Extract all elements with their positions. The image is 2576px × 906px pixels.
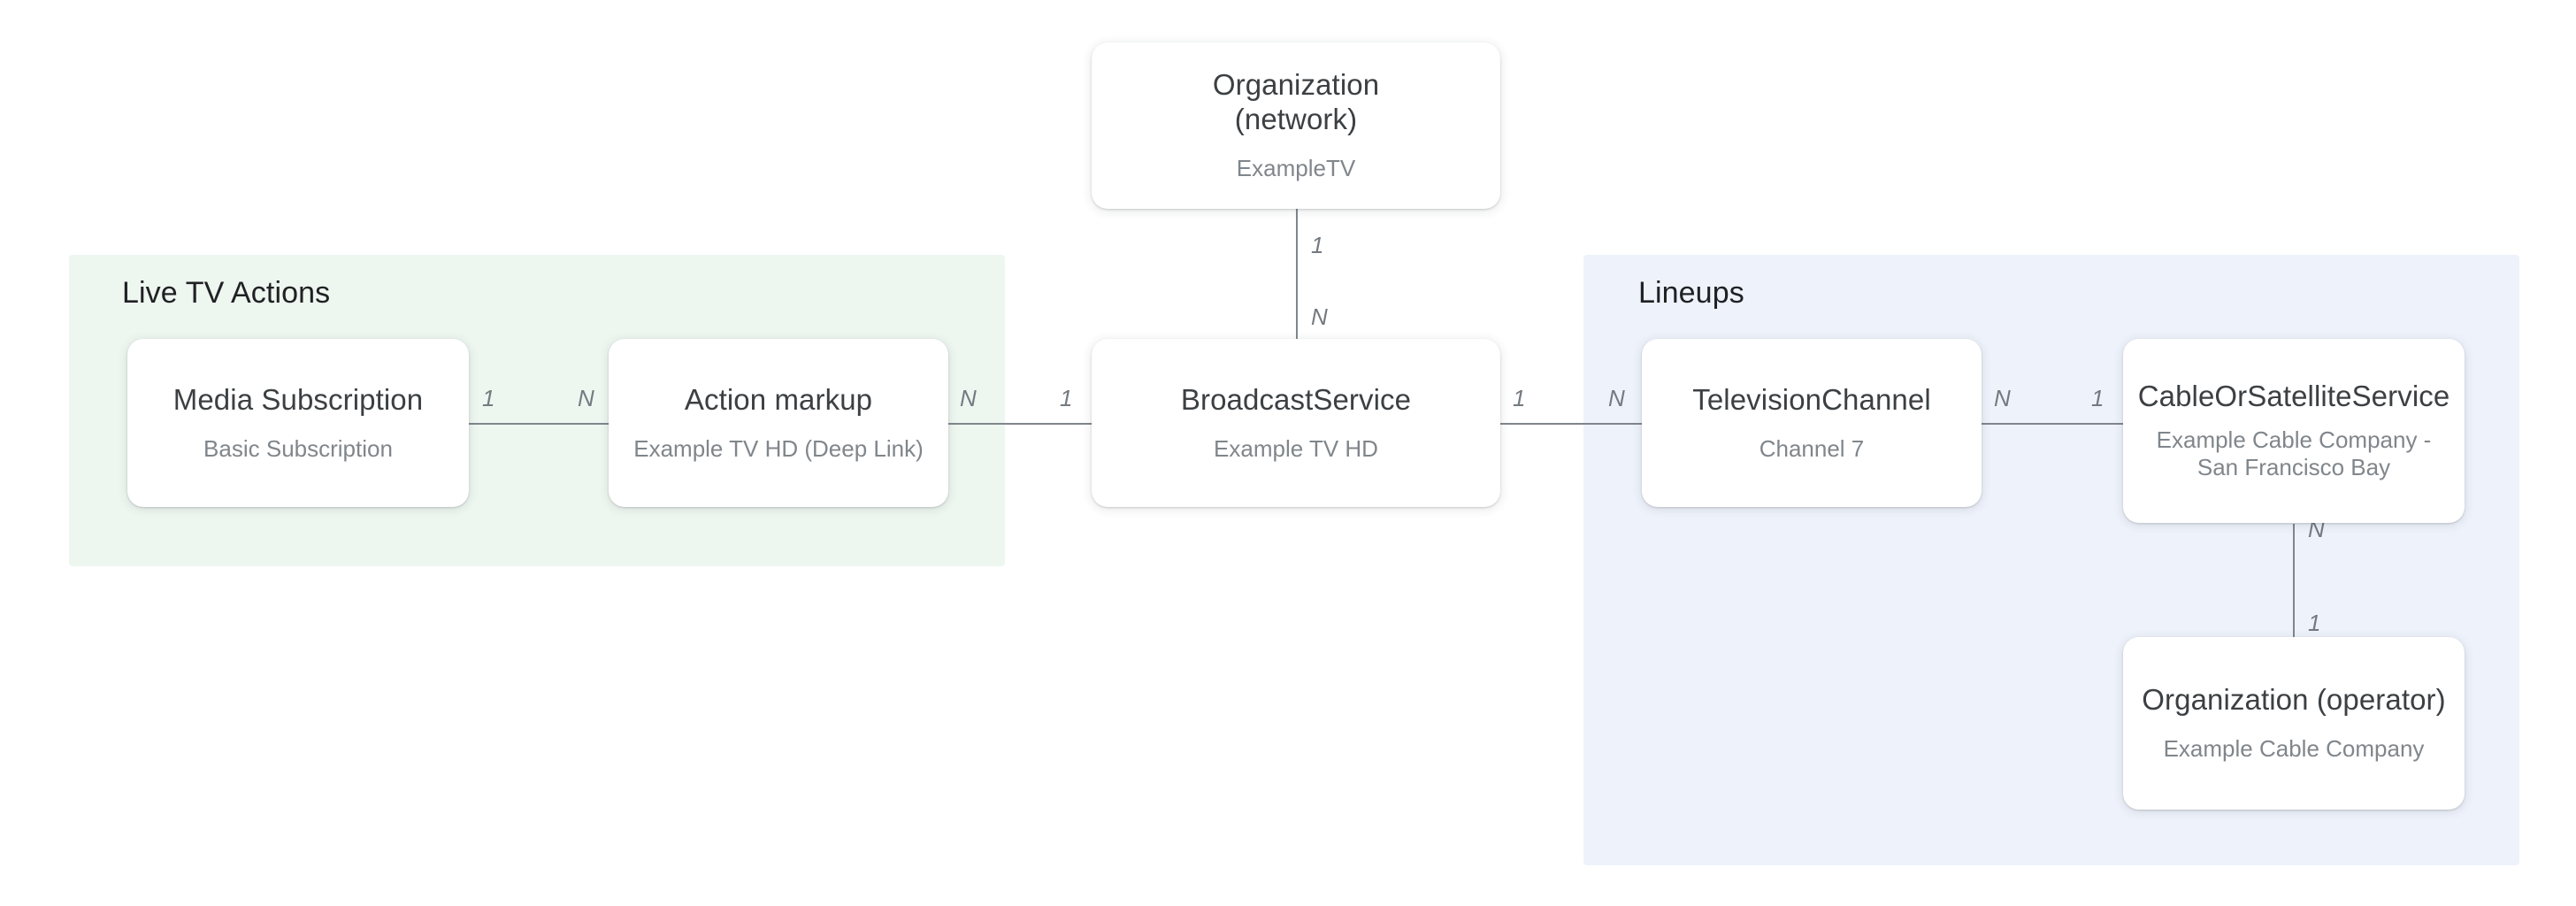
- edge-line-organization-network-to-broadcast-service: [1296, 209, 1298, 340]
- node-subtitle-cable-or-satellite-service: Example Cable Company - San Francisco Ba…: [2156, 426, 2432, 481]
- node-subtitle-organization-operator: Example Cable Company: [2163, 735, 2425, 763]
- node-action-markup[interactable]: Action markup Example TV HD (Deep Link): [609, 339, 948, 507]
- edge-label-organization-network-target: N: [1311, 303, 1328, 330]
- edge-label-media-subscription-source: 1: [482, 385, 495, 411]
- node-media-subscription[interactable]: Media Subscription Basic Subscription: [127, 339, 469, 507]
- node-subtitle-media-subscription: Basic Subscription: [203, 434, 393, 462]
- node-subtitle-broadcast-service: Example TV HD: [1214, 434, 1378, 462]
- node-title-media-subscription: Media Subscription: [172, 382, 424, 416]
- node-broadcast-service[interactable]: BroadcastService Example TV HD: [1092, 339, 1500, 507]
- node-title-organization-operator: Organization (operator): [2142, 683, 2446, 717]
- edge-line-cable-or-satellite-service-to-organization-operator: [2293, 524, 2295, 637]
- edge-label-television-channel-left-target: N: [1608, 385, 1625, 411]
- node-title-television-channel: TelevisionChannel: [1692, 382, 1931, 416]
- edge-label-television-channel-right-source: N: [1994, 385, 2011, 411]
- group-title-live-tv-actions: Live TV Actions: [122, 276, 331, 310]
- node-cable-or-satellite-service[interactable]: CableOrSatelliteService Example Cable Co…: [2123, 339, 2465, 523]
- edge-label-cable-or-satellite-service-target: 1: [2091, 385, 2104, 411]
- edge-label-cable-or-satellite-service-source: N: [2308, 516, 2325, 542]
- edge-label-organization-network-source: 1: [1311, 232, 1324, 258]
- edge-label-organization-operator-target: 1: [2308, 610, 2321, 636]
- node-subtitle-television-channel: Channel 7: [1759, 434, 1865, 462]
- edge-label-action-markup-source: N: [960, 385, 977, 411]
- node-organization-network[interactable]: Organization (network) ExampleTV: [1092, 42, 1500, 209]
- node-television-channel[interactable]: TelevisionChannel Channel 7: [1642, 339, 1982, 507]
- edge-line-television-channel-to-cable-or-satellite-service: [1982, 423, 2123, 425]
- node-title-organization-network: Organization (network): [1212, 68, 1380, 136]
- node-title-broadcast-service: BroadcastService: [1180, 382, 1412, 416]
- edge-label-broadcast-service-left-target: 1: [1060, 385, 1073, 411]
- node-subtitle-organization-network: ExampleTV: [1236, 155, 1356, 182]
- edge-label-action-markup-target: N: [578, 385, 594, 411]
- edge-line-broadcast-service-to-television-channel: [1500, 423, 1642, 425]
- edge-line-action-markup-to-broadcast-service: [948, 423, 1092, 425]
- group-title-lineups: Lineups: [1638, 276, 1744, 310]
- node-title-cable-or-satellite-service: CableOrSatelliteService: [2137, 380, 2450, 413]
- node-subtitle-action-markup: Example TV HD (Deep Link): [633, 434, 924, 462]
- edge-label-broadcast-service-right-source: 1: [1513, 385, 1526, 411]
- node-organization-operator[interactable]: Organization (operator) Example Cable Co…: [2123, 637, 2465, 810]
- edge-line-media-subscription-to-action-markup: [469, 423, 609, 425]
- node-title-action-markup: Action markup: [684, 382, 873, 416]
